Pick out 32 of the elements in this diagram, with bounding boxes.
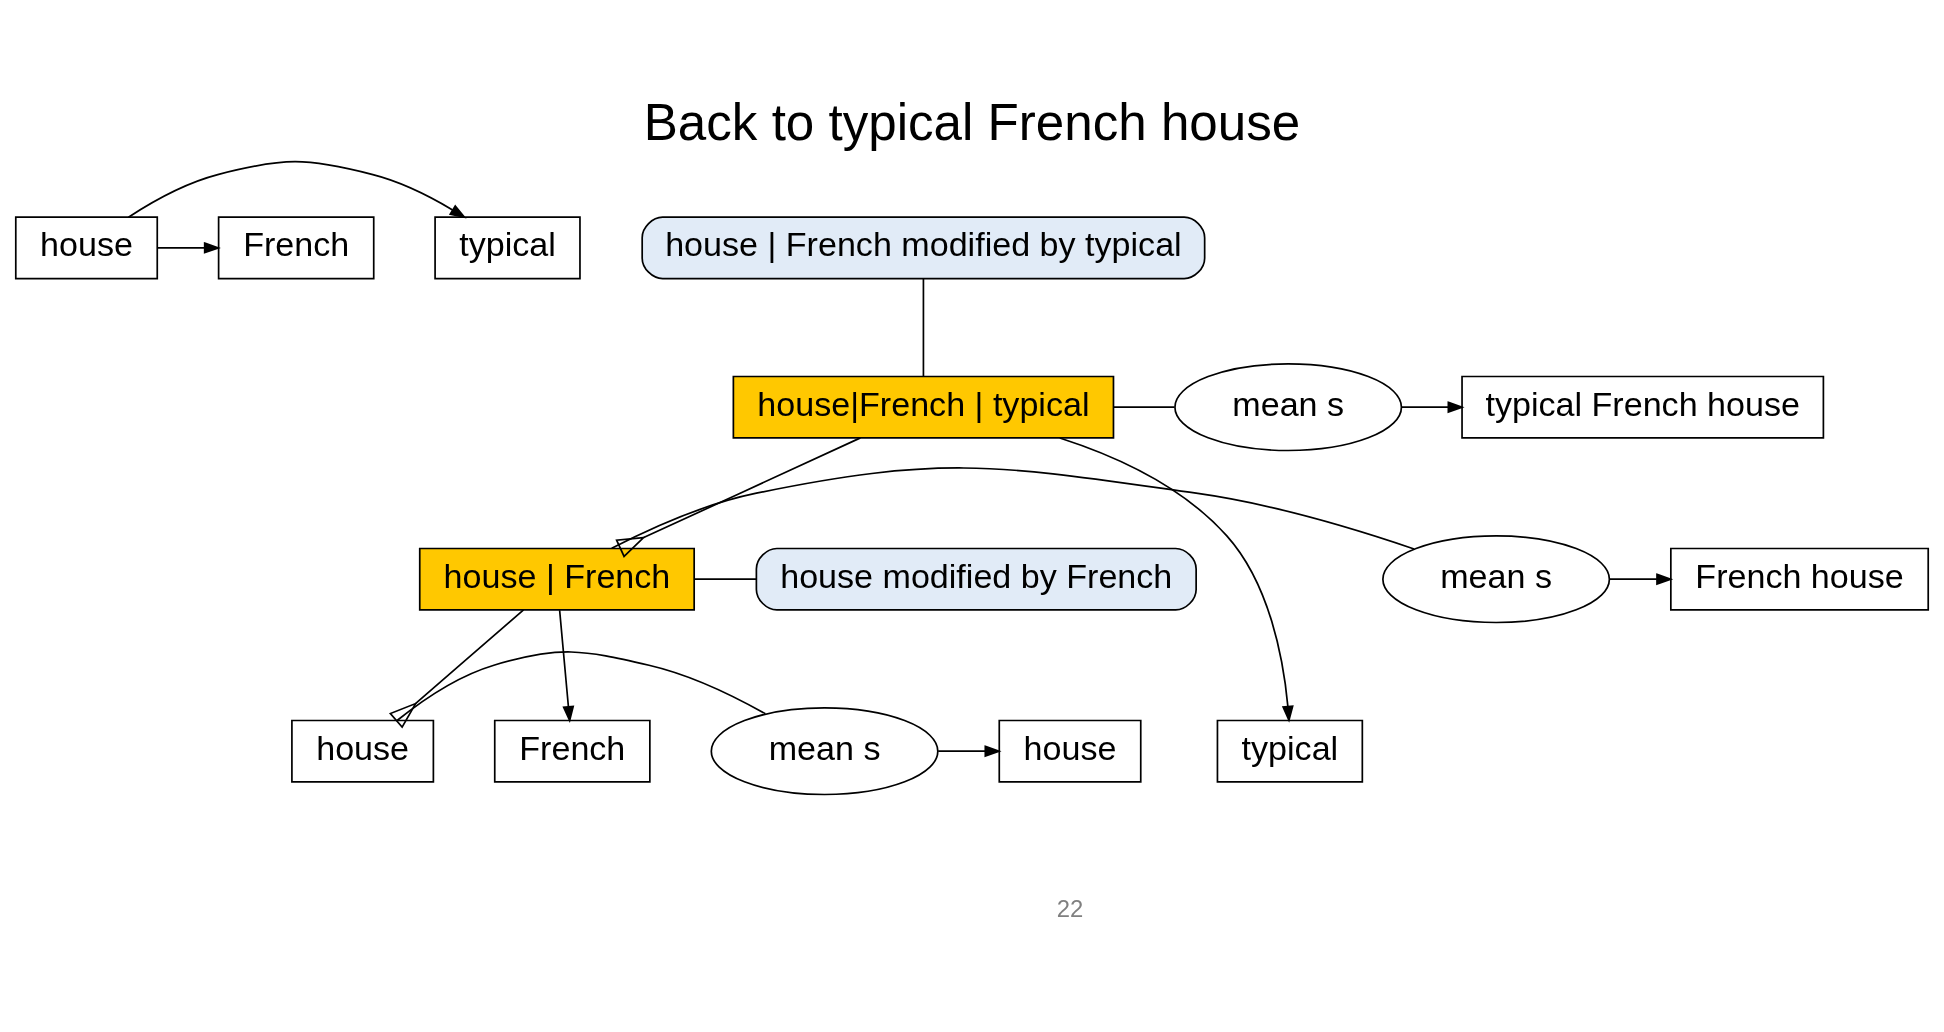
arrow bbox=[558, 608, 575, 723]
connector bbox=[396, 650, 767, 721]
connector bbox=[615, 436, 862, 558]
arrow bbox=[1058, 436, 1294, 723]
node-box: French bbox=[217, 215, 375, 279]
node-box: typical bbox=[434, 215, 581, 279]
arrow bbox=[1609, 572, 1674, 585]
connector bbox=[610, 466, 1415, 550]
arrow bbox=[127, 160, 467, 219]
node-ellipse: mean s bbox=[1382, 534, 1611, 623]
connector bbox=[388, 608, 525, 729]
node-box: house modified by French bbox=[755, 547, 1197, 611]
node-box: house | French bbox=[418, 547, 695, 611]
node-box: typical French house bbox=[1461, 375, 1825, 439]
connector bbox=[1112, 405, 1176, 408]
label: 22 bbox=[1056, 894, 1084, 922]
node-box: house bbox=[998, 719, 1142, 783]
node-ellipse: mean s bbox=[710, 706, 939, 795]
connector bbox=[693, 577, 757, 580]
node-box: house bbox=[14, 215, 159, 279]
diagram-title: Back to typical French house bbox=[643, 93, 1301, 151]
arrow bbox=[937, 744, 1002, 757]
arrow bbox=[156, 241, 221, 254]
node-box: house|French | typical bbox=[732, 375, 1115, 439]
node-box: typical bbox=[1216, 719, 1364, 783]
node-ellipse: mean s bbox=[1174, 362, 1403, 451]
node-box: French house bbox=[1670, 547, 1930, 611]
connector bbox=[922, 277, 925, 377]
arrow bbox=[1400, 400, 1465, 413]
node-box: house | French modified by typical bbox=[641, 215, 1206, 279]
node-box: French bbox=[493, 719, 651, 783]
node-box: house bbox=[291, 719, 435, 783]
